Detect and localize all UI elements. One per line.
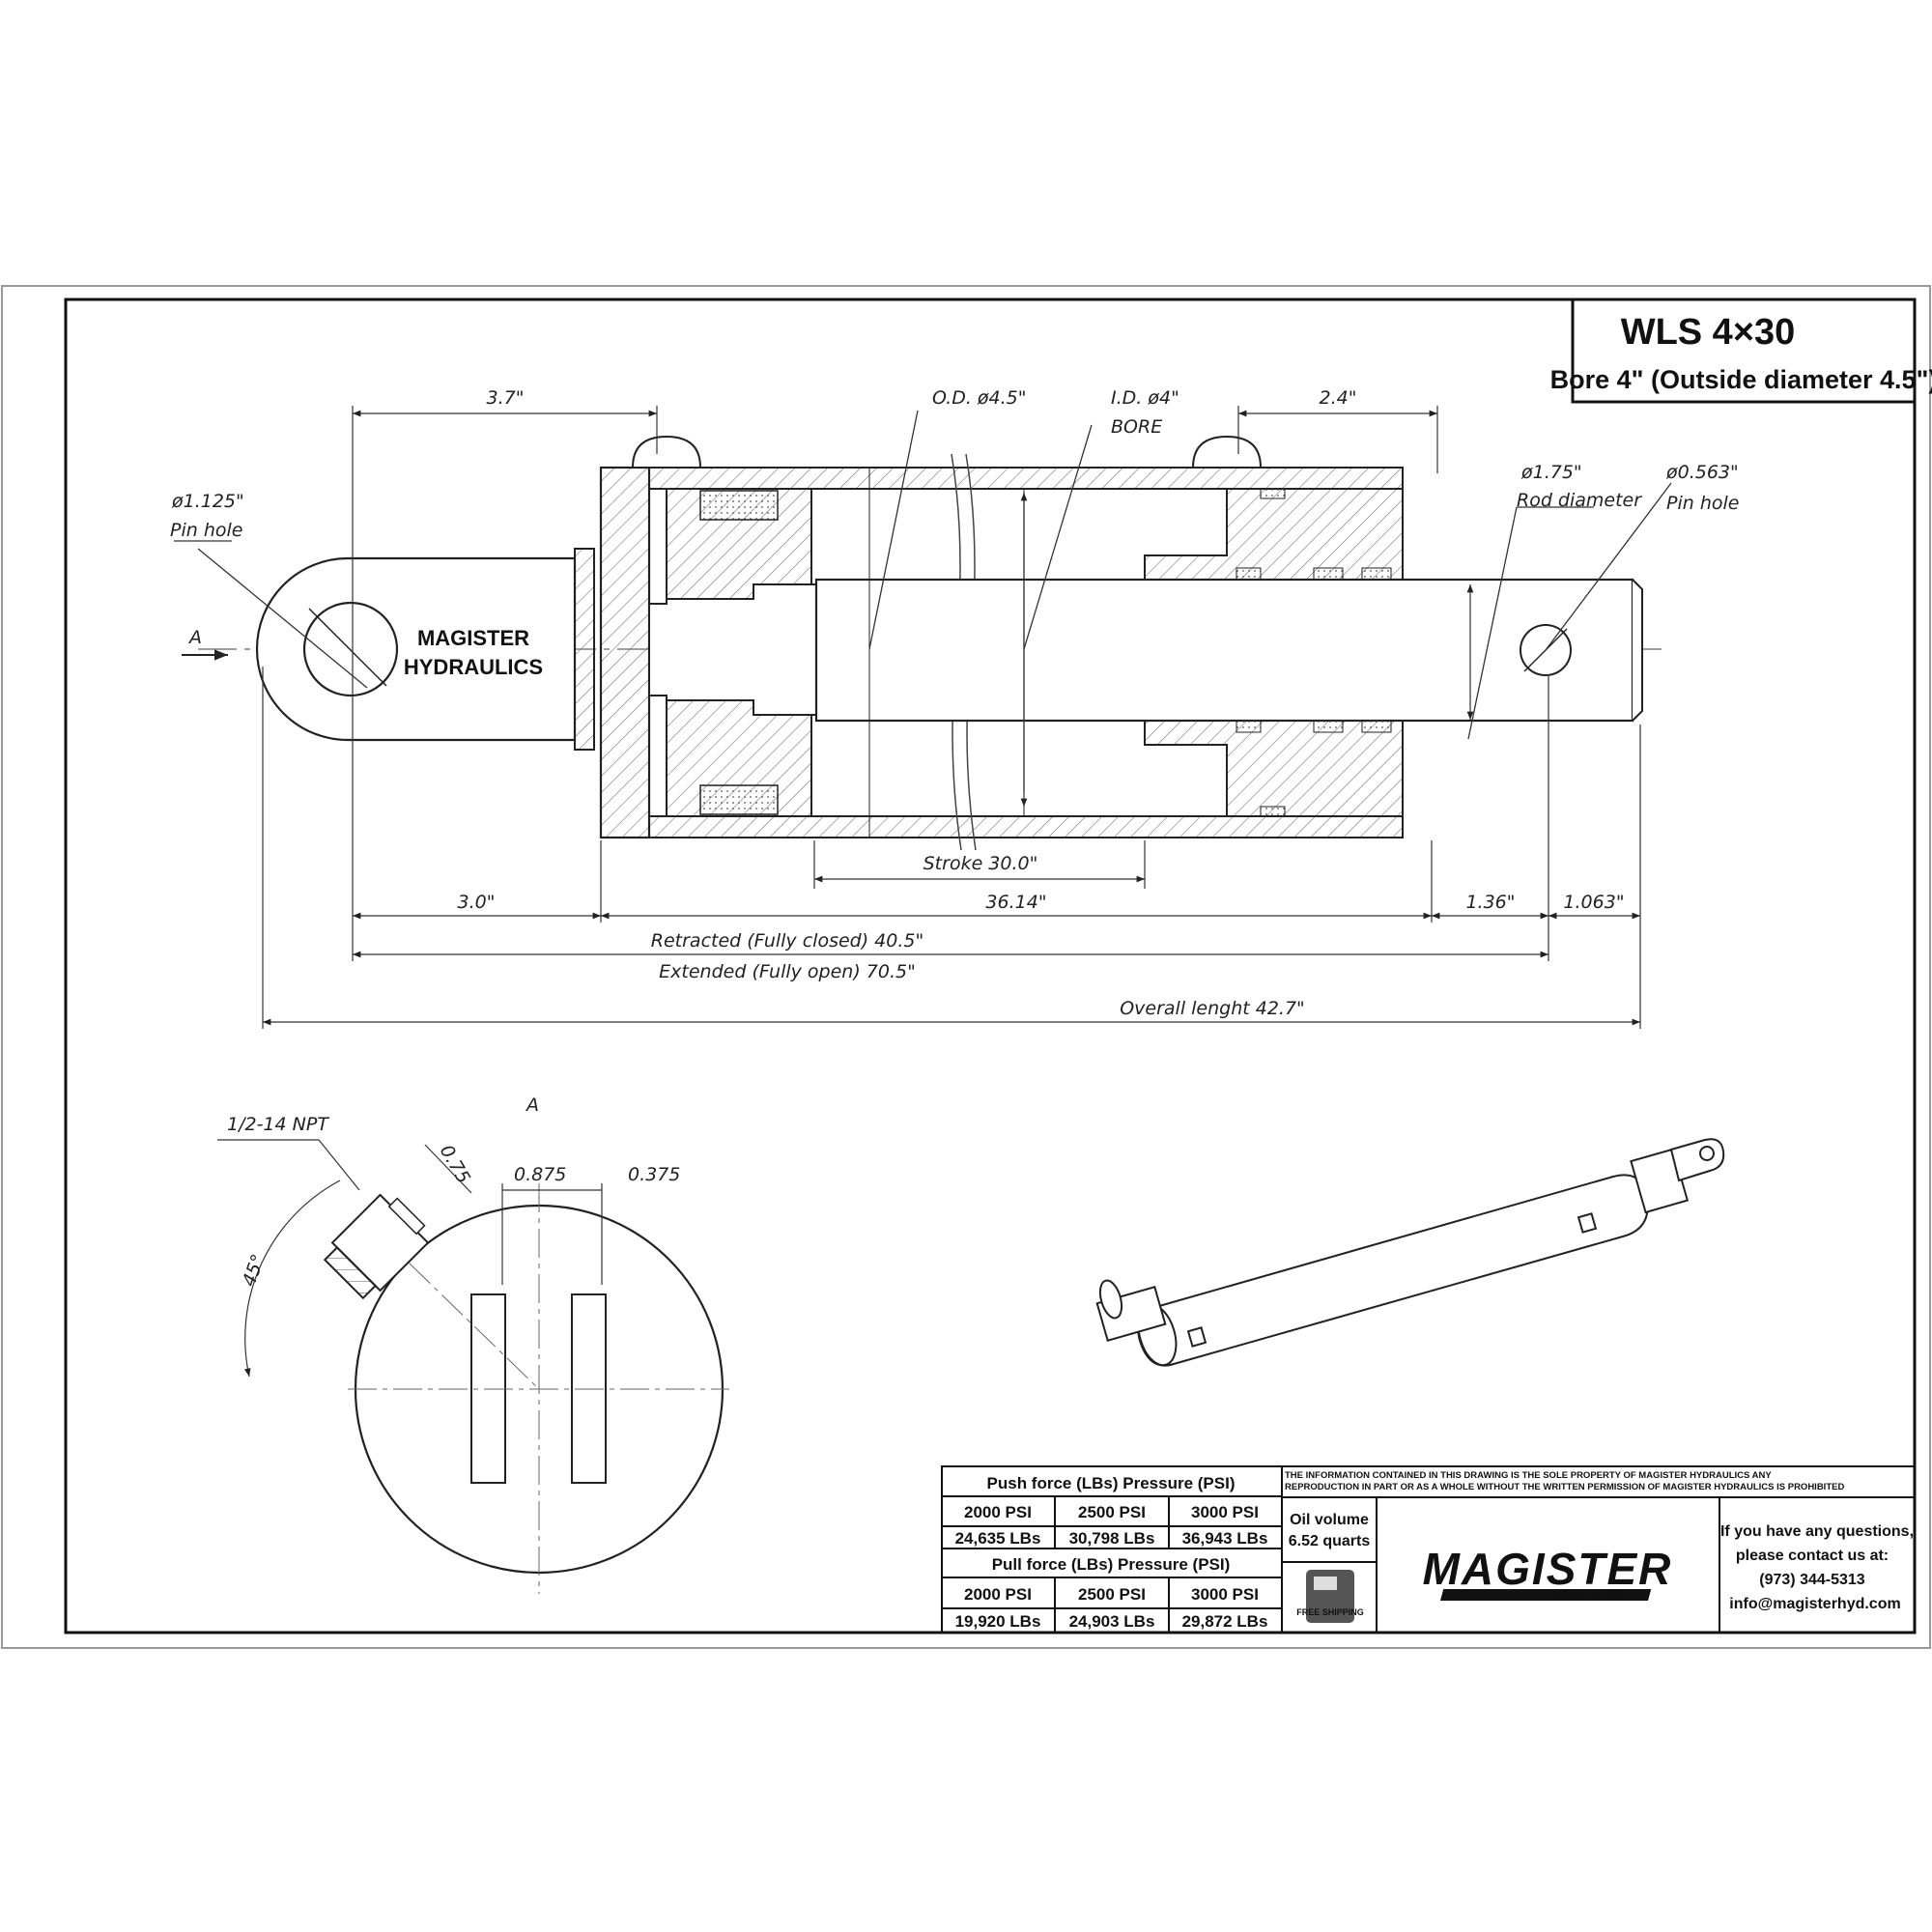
svg-text:HYDRAULICS: HYDRAULICS	[1554, 1590, 1625, 1602]
dim-top-right: 2.4"	[1320, 387, 1357, 409]
contact-email: info@magisterhyd.com	[1729, 1596, 1900, 1612]
callouts	[174, 410, 1672, 740]
dim-overall: Overall lenght 42.7"	[1120, 998, 1305, 1019]
free-shipping-badge: FREE SHIPPING	[1296, 1570, 1364, 1623]
brand-logo: MAGISTER HYDRAULICS	[1423, 1544, 1673, 1602]
dim-top-left: 3.7"	[487, 387, 525, 409]
end-view-a: A 1/2-14 NPT 0.75 0.875 0.375 45°	[217, 1094, 729, 1594]
pull-header: Pull force (LBs) Pressure (PSI)	[992, 1555, 1231, 1574]
contact-phone: (973) 344-5313	[1759, 1572, 1865, 1588]
section-marker: A	[187, 627, 202, 648]
port-right	[1191, 435, 1263, 469]
svg-text:MAGISTER: MAGISTER	[1423, 1544, 1673, 1594]
npt-label: 1/2-14 NPT	[227, 1114, 329, 1135]
clevis-eye	[255, 556, 577, 742]
dimension-lines	[262, 406, 1641, 1029]
spec-table	[941, 1465, 1916, 1634]
svg-text:FREE SHIPPING: FREE SHIPPING	[1296, 1607, 1364, 1617]
push-pressure-1: 2000 PSI	[964, 1503, 1032, 1521]
barrel-wall-bottom	[648, 815, 1404, 838]
pull-pressure-1: 2000 PSI	[964, 1585, 1032, 1604]
dim-0875: 0.875	[514, 1164, 566, 1185]
title-block: WLS 4×30 Bore 4" (Outside diameter 4.5")	[1550, 298, 1932, 404]
dim-retracted: Retracted (Fully closed) 40.5"	[651, 930, 923, 952]
dim-angle: 45°	[239, 1252, 270, 1290]
dim-right-136: 1.36"	[1465, 892, 1515, 913]
isometric-view	[1095, 1138, 1725, 1367]
end-cap	[599, 466, 651, 839]
rod-dia-label: Rod diameter	[1517, 490, 1642, 511]
bore-subtitle: Bore 4" (Outside diameter 4.5")	[1550, 365, 1932, 394]
cylinder-section-view: A MAGISTER HYDRAULICS	[182, 435, 1662, 851]
oil-volume-label: Oil volume	[1290, 1512, 1369, 1528]
push-force-1: 24,635 LBs	[955, 1529, 1041, 1548]
pin-hole-left-dia: ø1.125"	[171, 491, 244, 512]
gland-bottom	[1144, 720, 1404, 817]
push-force-2: 30,798 LBs	[1069, 1529, 1155, 1548]
pin-hole-right-label: Pin hole	[1666, 493, 1739, 514]
piston-seal-top	[699, 490, 779, 521]
dim-stroke: Stroke 30.0"	[923, 853, 1038, 874]
model-title: WLS 4×30	[1621, 312, 1796, 353]
dim-right-1063: 1.063"	[1563, 892, 1624, 913]
dim-extended: Extended (Fully open) 70.5"	[659, 961, 916, 982]
push-force-3: 36,943 LBs	[1182, 1529, 1268, 1548]
oil-volume-value: 6.52 quarts	[1289, 1533, 1371, 1549]
pull-force-1: 19,920 LBs	[955, 1612, 1041, 1631]
notice-line1: THE INFORMATION CONTAINED IN THIS DRAWIN…	[1285, 1470, 1772, 1481]
gland-top	[1144, 488, 1404, 581]
barrel-wall-top	[648, 467, 1404, 490]
contact-line1: If you have any questions,	[1720, 1523, 1914, 1540]
id-callout: I.D. ø4"	[1111, 387, 1179, 409]
push-header: Push force (LBs) Pressure (PSI)	[987, 1474, 1236, 1492]
pull-force-2: 24,903 LBs	[1069, 1612, 1155, 1631]
push-pressure-3: 3000 PSI	[1191, 1503, 1259, 1521]
contact-line2: please contact us at:	[1736, 1548, 1889, 1564]
pin-hole-left-label: Pin hole	[170, 520, 242, 541]
piston-rod	[814, 578, 1634, 723]
pin-hole-right-dia: ø0.563"	[1665, 462, 1739, 483]
outer-border	[1, 285, 1931, 1649]
piston-seal-bottom	[699, 784, 779, 815]
pull-force-3: 29,872 LBs	[1182, 1612, 1268, 1631]
pull-pressure-3: 3000 PSI	[1191, 1585, 1259, 1604]
clevis-collar	[574, 548, 595, 751]
notice-line2: REPRODUCTION IN PART OR AS A WHOLE WITHO…	[1285, 1482, 1844, 1492]
dim-0375: 0.375	[628, 1164, 680, 1185]
od-callout: O.D. ø4.5"	[932, 387, 1027, 409]
logo-line1: MAGISTER	[417, 626, 529, 650]
view-a-title: A	[525, 1094, 539, 1116]
dim-mid-3614: 36.14"	[985, 892, 1046, 913]
rod-connector	[648, 583, 817, 716]
pull-pressure-2: 2500 PSI	[1078, 1585, 1146, 1604]
dim-075: 0.75	[436, 1142, 474, 1188]
logo-line2: HYDRAULICS	[404, 655, 543, 679]
dim-left-3: 3.0"	[458, 892, 496, 913]
bore-callout: BORE	[1111, 416, 1162, 438]
port-left	[631, 435, 702, 469]
rod-dia-callout: ø1.75"	[1520, 462, 1582, 483]
push-pressure-2: 2500 PSI	[1078, 1503, 1146, 1521]
